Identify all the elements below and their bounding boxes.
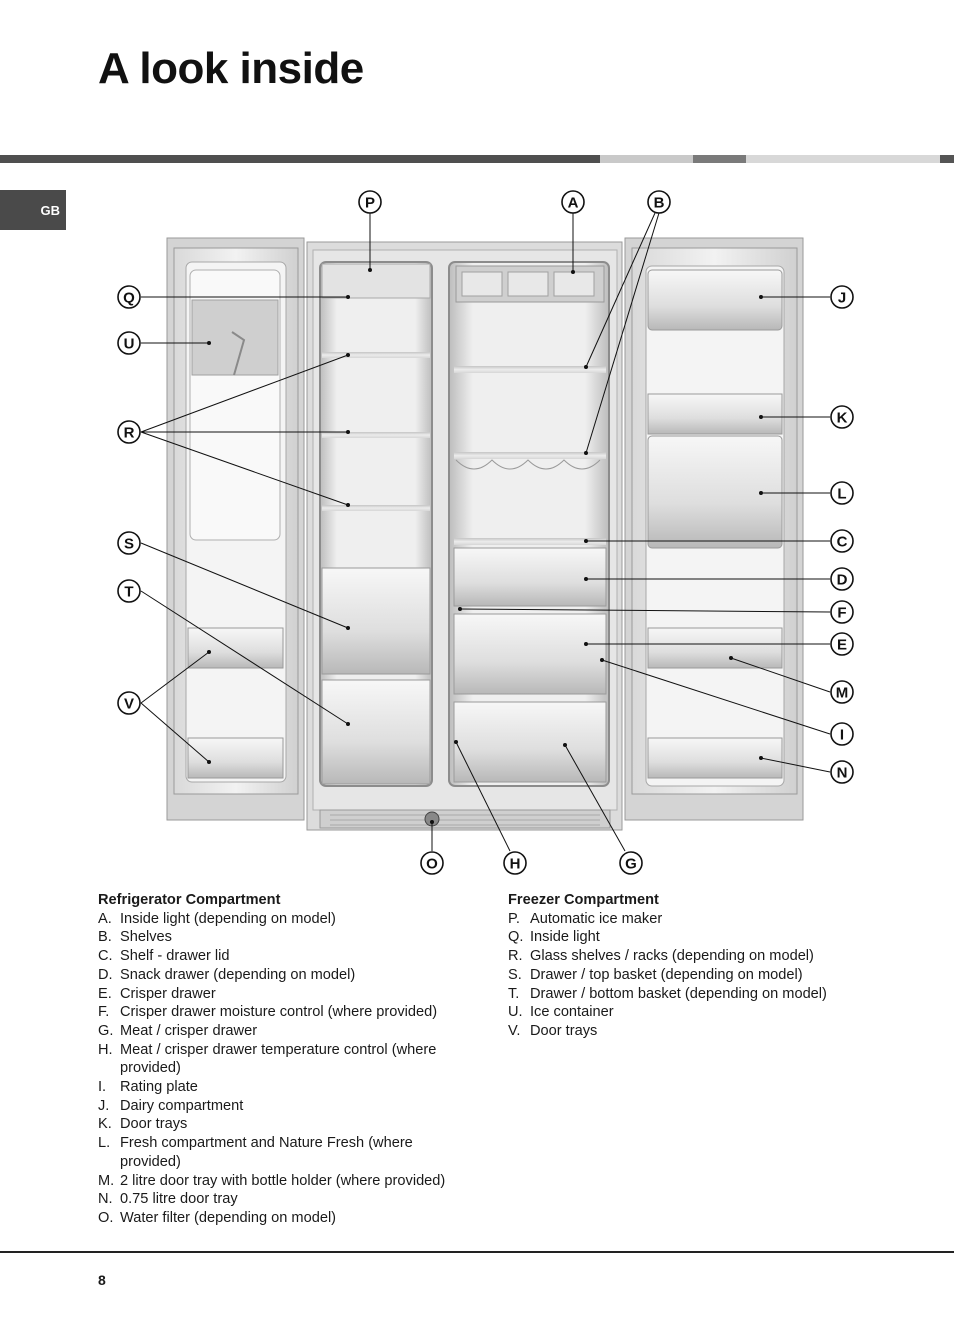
callout-p: P <box>358 190 382 214</box>
list-item: T.Drawer / bottom basket (depending on m… <box>508 985 827 1002</box>
fridge-door <box>624 237 804 821</box>
svg-text:B: B <box>654 195 665 212</box>
leader-lines <box>140 212 831 852</box>
list-item: A.Inside light (depending on model) <box>98 910 336 927</box>
freezer-door <box>166 237 305 821</box>
list-item: L.Fresh compartment and Nature Fresh (wh… <box>98 1135 413 1170</box>
refrigerator-legend: Refrigerator Compartment A.Inside light … <box>98 891 478 1228</box>
svg-text:N: N <box>837 765 848 782</box>
svg-text:L: L <box>837 486 846 503</box>
list-item: U.Ice container <box>508 1004 614 1021</box>
callout-r: R <box>117 420 141 444</box>
callout-t: T <box>117 579 141 603</box>
header-rule-pale <box>746 155 940 163</box>
page-title: A look inside <box>98 44 364 93</box>
callout-l: L <box>830 481 854 505</box>
svg-text:G: G <box>625 856 637 873</box>
callout-c: C <box>830 529 854 553</box>
list-item: S.Drawer / top basket (depending on mode… <box>508 966 803 983</box>
svg-text:R: R <box>124 425 135 442</box>
list-item: F.Crisper drawer moisture control (where… <box>98 1004 438 1021</box>
callout-h: H <box>503 851 527 875</box>
list-item: J.Dairy compartment <box>98 1097 244 1114</box>
list-item: E.Crisper drawer <box>98 985 216 1002</box>
list-item: B.Shelves <box>98 929 172 946</box>
svg-text:H: H <box>510 856 521 873</box>
svg-text:J: J <box>838 290 846 307</box>
svg-text:U: U <box>124 336 135 353</box>
header-rule-end <box>940 155 954 163</box>
callout-o: O <box>420 851 444 875</box>
list-item: O.Water filter (depending on model) <box>98 1209 337 1226</box>
list-item: D.Snack drawer (depending on model) <box>98 966 356 983</box>
svg-text:I: I <box>840 727 844 744</box>
footer-rule <box>0 1251 954 1253</box>
svg-text:T: T <box>124 584 133 601</box>
svg-text:M: M <box>836 685 849 702</box>
page-number: 8 <box>98 1272 106 1288</box>
list-item: V.Door trays <box>508 1022 598 1039</box>
svg-text:K: K <box>837 410 848 427</box>
svg-text:F: F <box>837 605 846 622</box>
callout-j: J <box>830 285 854 309</box>
callout-k: K <box>830 405 854 429</box>
header-rule-mid <box>693 155 746 163</box>
callout-e: E <box>830 632 854 656</box>
list-item: I.Rating plate <box>98 1079 198 1096</box>
list-item: P.Automatic ice maker <box>508 910 663 927</box>
list-item: G.Meat / crisper drawer <box>98 1022 258 1039</box>
fridge-diagram: P A B Q U R S T V J K L C D F E M I N O … <box>117 190 854 875</box>
callout-m: M <box>830 680 854 704</box>
callout-a: A <box>561 190 585 214</box>
callout-u: U <box>117 331 141 355</box>
svg-text:C: C <box>837 534 848 551</box>
refrigerator-list: A.Inside light (depending on model) B.Sh… <box>98 910 478 1228</box>
cabinet <box>306 241 623 831</box>
freezer-list: P.Automatic ice maker Q.Inside light R.G… <box>508 910 928 1041</box>
freezer-legend: Freezer Compartment P.Automatic ice make… <box>508 891 928 1041</box>
svg-text:D: D <box>837 572 848 589</box>
svg-text:O: O <box>426 856 438 873</box>
header-rule-light <box>600 155 693 163</box>
list-item: H.Meat / crisper drawer temperature cont… <box>98 1041 437 1077</box>
list-item: Q.Inside light <box>508 929 600 946</box>
svg-text:E: E <box>837 637 847 654</box>
svg-text:A: A <box>568 195 579 212</box>
callout-n: N <box>830 760 854 784</box>
list-item: M.2 litre door tray with bottle holder (… <box>98 1172 446 1189</box>
callout-i: I <box>830 722 854 746</box>
list-item: R.Glass shelves / racks (depending on mo… <box>508 948 814 965</box>
callout-b: B <box>647 190 671 214</box>
callout-g: G <box>619 851 643 875</box>
list-item: C.Shelf - drawer lid <box>98 948 230 965</box>
svg-text:V: V <box>124 696 134 713</box>
header-rule-dark <box>0 155 600 163</box>
callout-s: S <box>117 531 141 555</box>
callout-v: V <box>117 691 141 715</box>
svg-text:P: P <box>365 195 375 212</box>
list-item: N.0.75 litre door tray <box>98 1191 238 1208</box>
svg-text:S: S <box>124 536 134 553</box>
svg-text:Q: Q <box>123 290 135 307</box>
refrigerator-heading: Refrigerator Compartment <box>98 892 281 908</box>
language-tab: GB <box>0 190 66 230</box>
callout-q: Q <box>117 285 141 309</box>
callout-f: F <box>830 600 854 624</box>
list-item: K.Door trays <box>98 1116 188 1133</box>
callout-d: D <box>830 567 854 591</box>
freezer-heading: Freezer Compartment <box>508 892 659 908</box>
